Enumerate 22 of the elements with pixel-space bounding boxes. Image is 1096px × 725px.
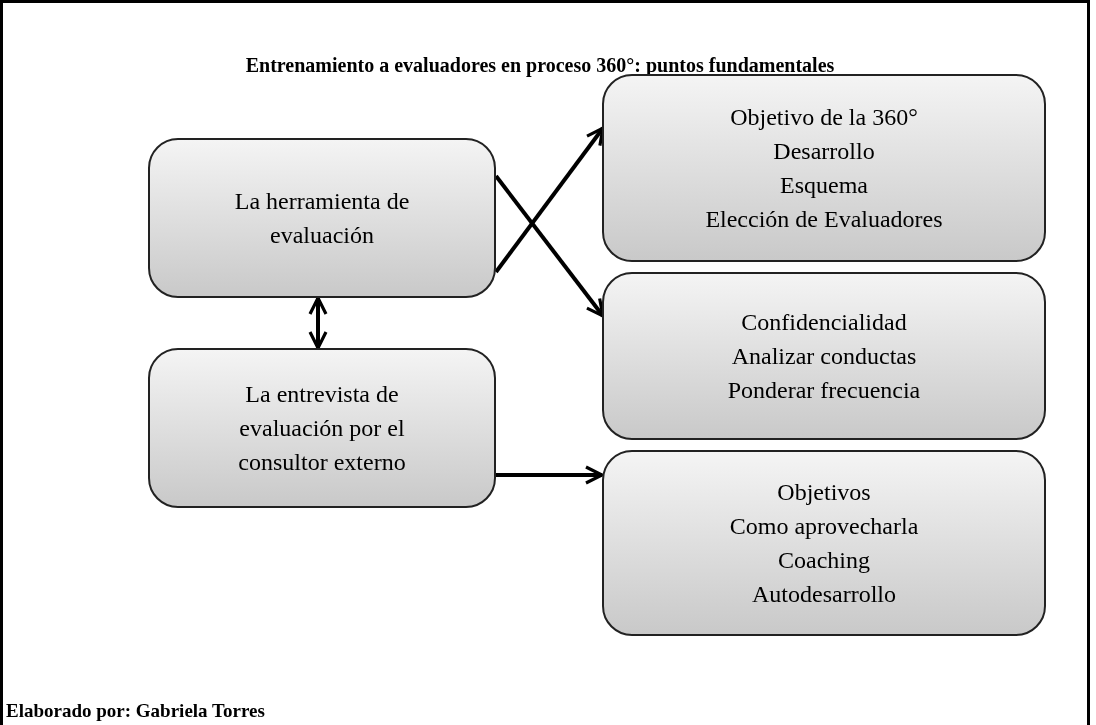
rounded-box <box>602 74 1046 262</box>
box-text: Objetivo de la 360° <box>730 103 918 132</box>
arrow <box>308 296 328 350</box>
box-text: Elección de Evaluadores <box>705 205 943 234</box>
title: Entrenamiento a evaluadores en proceso 360°: puntos fundamentales <box>244 54 836 77</box>
rounded-box <box>602 450 1046 636</box>
box-text: Ponderar frecuencia <box>727 376 921 405</box>
rounded-box <box>148 138 496 298</box>
box-text: La entrevista de evaluación por el consultor externo <box>237 380 407 477</box>
box-text: Desarrollo <box>773 137 875 166</box>
box-text: Coaching <box>778 546 870 575</box>
box-text: Autodesarrollo <box>752 580 896 609</box>
rounded-box <box>602 272 1046 440</box>
rounded-box <box>148 348 496 508</box>
box-text: Esquema <box>780 171 868 200</box>
box-text: Analizar conductas <box>731 342 917 371</box>
box-text: Como aprovecharla <box>729 512 919 541</box>
box-text: Confidencialidad <box>741 308 907 337</box>
box-text: La herramienta de evaluación <box>233 187 411 250</box>
caption: Elaborado por: Gabriela Torres <box>6 700 265 722</box>
box-text: Objetivos <box>777 478 871 507</box>
arrow <box>496 465 604 485</box>
